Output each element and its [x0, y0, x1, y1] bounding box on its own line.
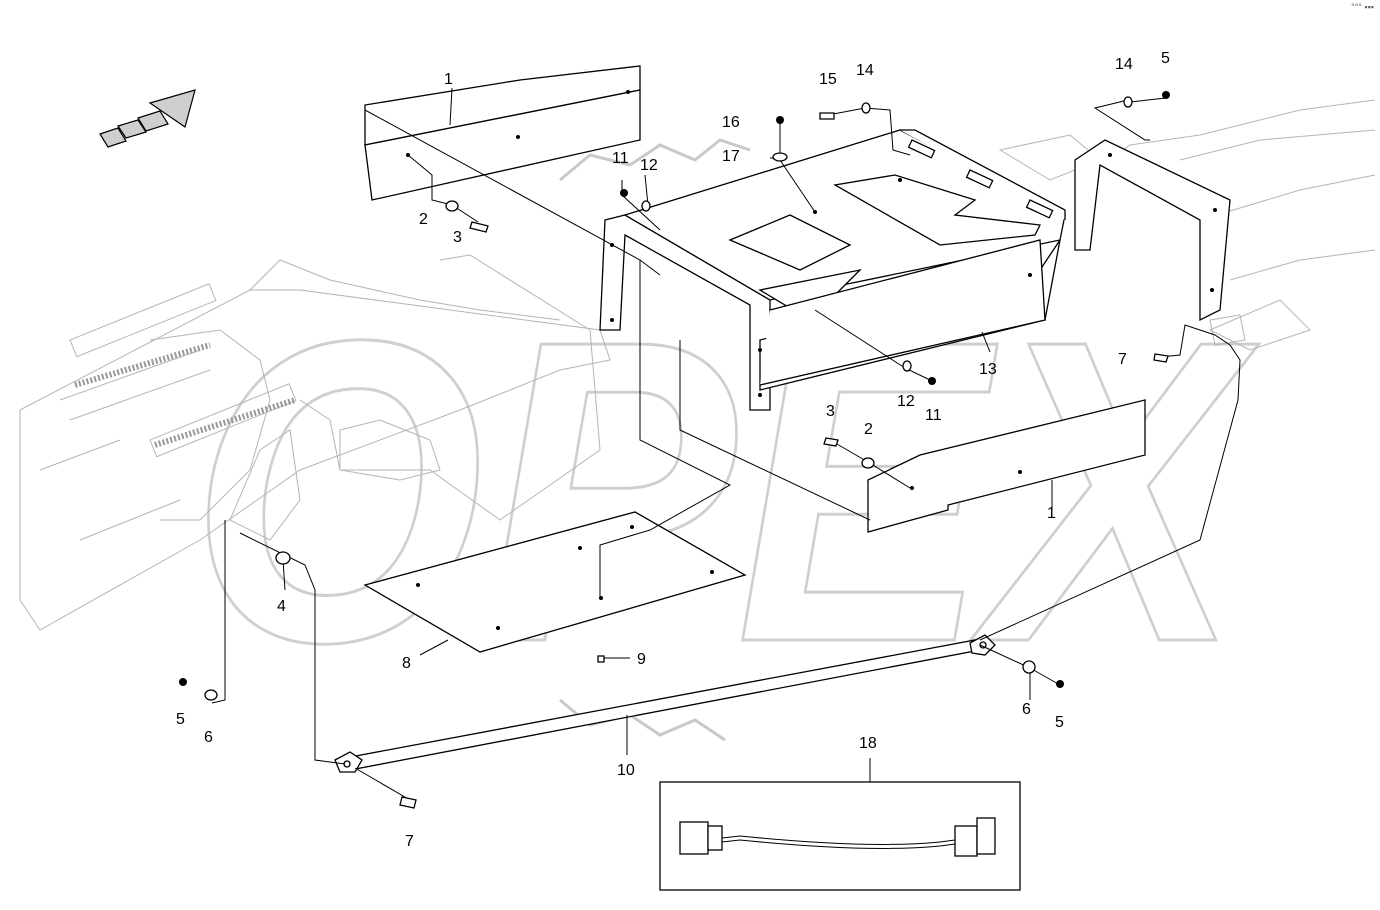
callout-2-upper: 2: [419, 211, 428, 228]
washer-icon: [1022, 660, 1036, 674]
callout-17: 17: [722, 148, 740, 165]
callout-6-left: 6: [204, 729, 213, 746]
washer-icon: [275, 551, 291, 565]
part-18-cable-kit: [659, 781, 1021, 891]
direction-arrow-icon: [99, 89, 196, 148]
part-1-panel-upper: [364, 65, 641, 201]
callout-12-lower: 12: [897, 393, 915, 410]
callout-4: 4: [277, 598, 286, 615]
washer-icon: [204, 689, 218, 701]
bolt-icon: [597, 655, 605, 663]
callout-1-upper: 1: [444, 71, 453, 88]
washer-icon: [772, 152, 788, 162]
nut-icon: [776, 116, 784, 124]
nut-icon: [179, 678, 187, 686]
bolt-icon: [1153, 353, 1169, 363]
callout-9: 9: [637, 651, 646, 668]
bolt-icon: [819, 112, 835, 120]
callout-11-lower: 11: [925, 407, 942, 424]
callout-12-upper: 12: [640, 157, 658, 174]
nut-icon: [928, 377, 936, 385]
callout-6-right: 6: [1022, 701, 1031, 718]
side-bracket-right: [1074, 139, 1246, 346]
callout-14-center: 14: [856, 62, 874, 79]
watermark-logo: OPEX: [189, 138, 1261, 742]
page-id-mark: °°° ▪▪▪: [1351, 2, 1374, 12]
callout-11-upper: 11: [612, 150, 629, 167]
callout-5-right: 5: [1055, 714, 1064, 731]
callout-14-right: 14: [1115, 56, 1133, 73]
callout-18: 18: [859, 735, 877, 752]
washer-icon: [641, 200, 651, 212]
part-10-brace-rod: [334, 634, 996, 773]
callout-8: 8: [402, 655, 411, 672]
bolt-icon: [823, 437, 839, 447]
washer-icon: [445, 200, 459, 212]
nut-icon: [1162, 91, 1170, 99]
callout-10: 10: [617, 762, 635, 779]
washer-icon: [861, 102, 871, 114]
nut-icon: [620, 189, 628, 197]
svg-text:OPEX: OPEX: [190, 252, 1260, 732]
machine-frame-left-ghost: [19, 254, 611, 631]
callout-1-lower: 1: [1047, 505, 1056, 522]
part-8-plate: [363, 511, 747, 653]
fasteners: [179, 91, 1170, 809]
callout-13: 13: [979, 361, 997, 378]
callout-7-right: 7: [1118, 351, 1127, 368]
washer-icon: [861, 457, 875, 469]
bolt-icon: [469, 221, 489, 233]
part-13-bracket-frame: [599, 129, 1066, 411]
callout-2-lower: 2: [864, 421, 873, 438]
callout-5-top: 5: [1161, 50, 1170, 67]
washer-icon: [902, 360, 912, 372]
callout-3-upper: 3: [453, 229, 462, 246]
callout-16: 16: [722, 114, 740, 131]
callout-labels: 1 1 2 2 3 3 4 5 5 5 6 6 7 7 8 9 10 11 11…: [176, 50, 1170, 850]
washer-icon: [1123, 96, 1133, 108]
part-1-panel-lower: [867, 399, 1146, 533]
callout-7-bottom: 7: [405, 833, 414, 850]
callout-15: 15: [819, 71, 837, 88]
nut-icon: [1056, 680, 1064, 688]
callout-3-lower: 3: [826, 403, 835, 420]
callout-5-left: 5: [176, 711, 185, 728]
bolt-icon: [399, 796, 417, 809]
